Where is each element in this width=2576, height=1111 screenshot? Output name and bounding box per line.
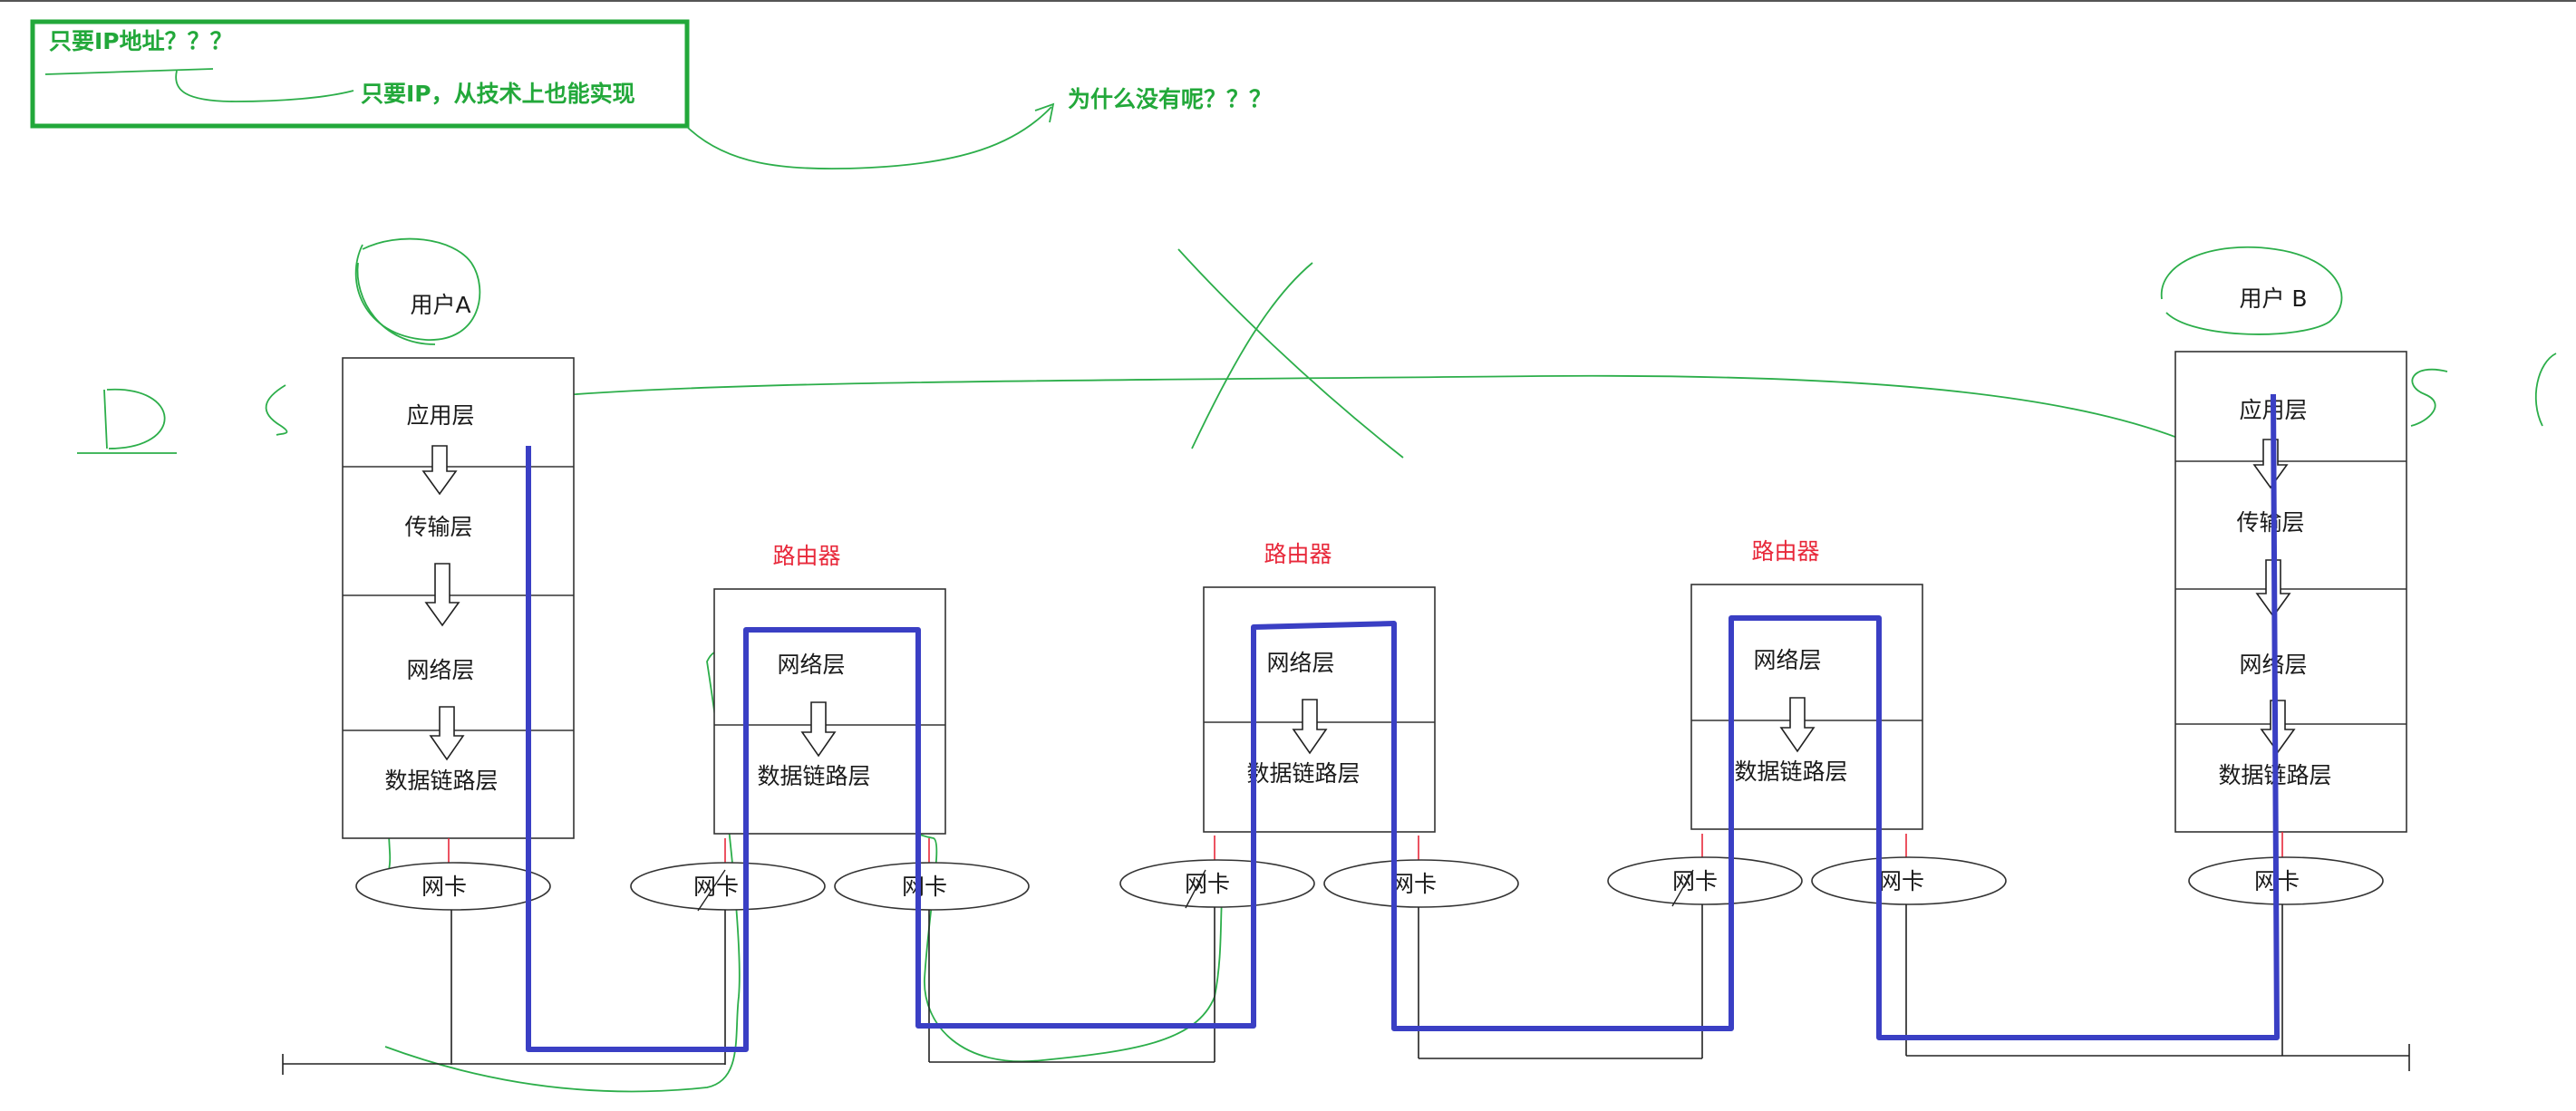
- router-1-box: [713, 588, 946, 835]
- host-b-layer-transport: 传输层: [2236, 509, 2304, 536]
- down-arrow-icon: [424, 563, 460, 627]
- router-2-layer-network: 网络层: [1266, 650, 1334, 676]
- arrow-scribble: [686, 106, 1052, 170]
- router-3-layer-network: 网络层: [1753, 647, 1821, 673]
- router-2-title: 路由器: [1264, 541, 1332, 567]
- host-a-stack: [342, 357, 575, 839]
- router-link-scribble: [890, 797, 1225, 1063]
- right-glyph-scribble: [2410, 368, 2448, 427]
- router-1-layer-network: 网络层: [777, 652, 845, 678]
- host-a-nic-label: 网卡: [421, 874, 467, 900]
- down-arrow-icon: [421, 445, 458, 496]
- router-2-nic-left: [1119, 859, 1315, 908]
- down-arrow-icon: [1292, 699, 1328, 755]
- right-glyph-scribble-2: [2534, 353, 2557, 427]
- host-a-user-label: 用户A: [410, 292, 470, 318]
- router-2: 路由器 网络层 数据链路层 网卡 网卡: [1119, 541, 1519, 1062]
- down-arrow-icon: [429, 706, 465, 761]
- host-b: 用户 B 应用层 传输层 网络层 数据链路层 网卡: [2174, 285, 2407, 1056]
- router-3-box: [1690, 584, 1923, 830]
- circle-user-a-scribble: [354, 237, 481, 341]
- router-2-nic-left-label: 网卡: [1185, 871, 1230, 897]
- network-links: [282, 1044, 2410, 1075]
- cross-scribble-1: [1177, 248, 1404, 459]
- annotation-note: 只要IP地址？？？ 只要IP，从技术上也能实现: [30, 19, 690, 129]
- router-3-layer-datalink: 数据链路层: [1734, 758, 1847, 785]
- down-arrow-icon: [1779, 697, 1816, 753]
- router-3-title: 路由器: [1751, 538, 1819, 565]
- router-2-nic-right-label: 网卡: [1391, 871, 1437, 897]
- left-glyph-scribble-2: [265, 384, 288, 436]
- router-1: 路由器 网络层 数据链路层 网卡 网卡: [630, 543, 1030, 1065]
- arrow-head-scribble: [1034, 102, 1055, 123]
- router-3-nic-right: [1811, 856, 2007, 905]
- router-1-layer-datalink: 数据链路层: [757, 763, 870, 789]
- note-why-not: 为什么没有呢？？？: [1068, 86, 1272, 112]
- host-b-user-label: 用户 B: [2239, 285, 2307, 312]
- cross-scribble-2: [1191, 262, 1313, 449]
- note-technically-possible: 只要IP，从技术上也能实现: [361, 81, 635, 107]
- host-a-layer-transport: 传输层: [404, 514, 472, 540]
- router-1-nic-left: [630, 862, 826, 911]
- host-a-layer-datalink: 数据链路层: [384, 768, 498, 794]
- host-a-nic: [355, 862, 551, 911]
- left-glyph-scribble: [77, 389, 177, 454]
- router-3-nic-left-label: 网卡: [1672, 868, 1718, 894]
- pen-mark: [697, 869, 726, 912]
- peer-link-scribble: [541, 374, 2194, 445]
- router-2-nic-right: [1323, 859, 1519, 908]
- down-arrow-icon: [800, 701, 837, 758]
- annotation-box: [30, 19, 690, 129]
- router-1-title: 路由器: [772, 543, 840, 569]
- host-b-nic: [2188, 856, 2384, 905]
- host-a-layer-application: 应用层: [406, 402, 474, 429]
- nic-pen-marks: [697, 869, 1694, 912]
- circle-user-a-scribble-2: [356, 262, 436, 345]
- host-b-stack: [2174, 351, 2407, 833]
- pen-mark: [1185, 869, 1206, 909]
- router-3-nic-left: [1607, 856, 1803, 905]
- bottom-swoop-scribble: [384, 651, 741, 1093]
- router-2-layer-datalink: 数据链路层: [1246, 760, 1360, 787]
- router-3-nic-right-label: 网卡: [1879, 868, 1924, 894]
- router-1-nic-right-label: 网卡: [902, 874, 947, 900]
- underline-scribble: [44, 68, 214, 75]
- note-ip-only: 只要IP地址？？？: [49, 28, 233, 54]
- host-a: 用户A 应用层 传输层 网络层 数据链路层 网卡: [342, 292, 575, 1065]
- router-1-nic-right: [834, 862, 1030, 911]
- circle-user-b-scribble: [2161, 246, 2343, 335]
- connector-scribble: [175, 70, 354, 102]
- pen-mark: [1671, 869, 1694, 907]
- router-1-nic-left-label: 网卡: [693, 874, 739, 900]
- down-arrow-icon: [2252, 439, 2289, 489]
- packet-route-path: [526, 393, 2280, 1052]
- host-a-layer-network: 网络层: [406, 657, 474, 683]
